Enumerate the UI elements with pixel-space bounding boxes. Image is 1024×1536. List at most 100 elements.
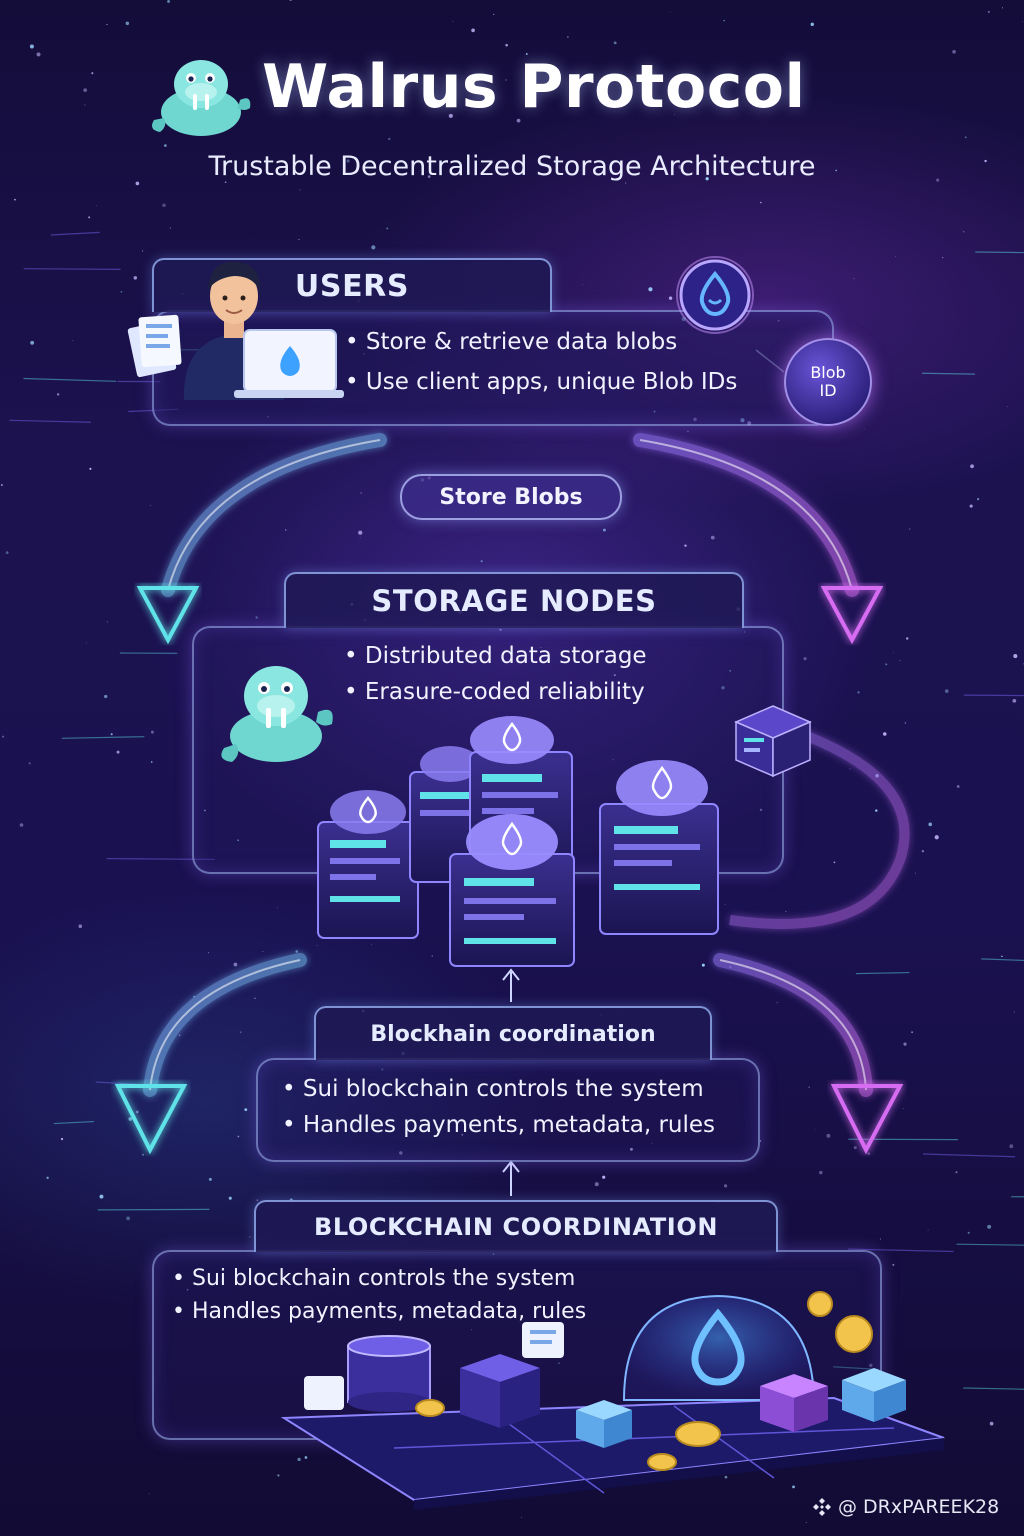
coordination-small-bullet-list: Sui blockchain controls the system Handl… xyxy=(282,1071,715,1143)
star xyxy=(1009,1144,1014,1149)
star xyxy=(46,1176,49,1180)
walrus-mascot-icon xyxy=(221,666,333,762)
star xyxy=(289,0,292,2)
page-subtitle: Trustable Decentralized Storage Architec… xyxy=(208,151,816,182)
star xyxy=(91,72,94,75)
star xyxy=(371,245,376,250)
flow-arrow-right-bottom-core xyxy=(719,959,867,1091)
star xyxy=(967,1231,970,1234)
star xyxy=(962,230,965,233)
star xyxy=(492,1253,495,1255)
star xyxy=(60,1137,64,1141)
star xyxy=(277,1474,280,1477)
star xyxy=(602,1175,606,1179)
star xyxy=(921,849,925,853)
star xyxy=(558,1362,560,1365)
star xyxy=(613,41,617,45)
star xyxy=(150,761,153,763)
star xyxy=(386,227,389,230)
light-streak xyxy=(1011,1196,1024,1198)
star xyxy=(1022,21,1023,23)
star xyxy=(934,835,939,840)
star xyxy=(359,537,361,539)
star xyxy=(88,216,91,219)
star xyxy=(56,393,60,396)
sui-drop-icon xyxy=(676,256,754,334)
star xyxy=(1002,7,1003,9)
storage-loop-arrow xyxy=(729,715,910,929)
star xyxy=(724,904,726,905)
star xyxy=(298,239,300,241)
star xyxy=(316,945,318,946)
star xyxy=(427,175,431,178)
star xyxy=(471,28,475,33)
star xyxy=(987,10,990,13)
star xyxy=(233,962,238,967)
star xyxy=(987,1224,992,1229)
coordination-small-bullet-2: Handles payments, metadata, rules xyxy=(282,1107,715,1143)
storage-bullet-2: Erasure-coded reliability xyxy=(344,674,647,710)
light-streak xyxy=(23,377,117,382)
star xyxy=(864,428,865,430)
server-node-icon xyxy=(317,790,419,939)
star xyxy=(295,950,299,953)
star xyxy=(169,227,171,229)
walrus-mascot-icon xyxy=(152,60,251,136)
star xyxy=(552,79,555,82)
star xyxy=(612,161,613,163)
coin-icon xyxy=(415,1399,445,1417)
coin-icon xyxy=(675,1421,721,1447)
star xyxy=(808,1086,810,1088)
star xyxy=(964,136,967,139)
coordination-bullet-1: Sui blockchain controls the system xyxy=(172,1262,586,1295)
data-block-icon xyxy=(460,1354,540,1428)
star xyxy=(256,1199,259,1201)
star xyxy=(521,1517,522,1518)
star xyxy=(72,340,74,342)
star xyxy=(603,528,606,532)
star xyxy=(348,1069,349,1070)
star xyxy=(208,952,210,954)
star xyxy=(178,1034,181,1037)
star xyxy=(885,663,888,666)
star xyxy=(116,750,120,754)
star xyxy=(849,768,851,770)
light-streak xyxy=(921,372,975,375)
star xyxy=(360,492,362,494)
star xyxy=(388,137,391,141)
star xyxy=(499,628,502,631)
star xyxy=(14,198,16,201)
star xyxy=(669,11,671,13)
light-streak xyxy=(53,1120,95,1125)
star xyxy=(237,839,240,842)
star xyxy=(240,1031,242,1033)
star xyxy=(128,1117,133,1121)
star xyxy=(346,159,350,163)
star xyxy=(106,621,109,623)
watermark: @ DRxPAREEK28 xyxy=(812,1496,999,1518)
star xyxy=(255,616,258,619)
page-title: Walrus Protocol xyxy=(262,52,806,122)
coordination-small-bullet-1: Sui blockchain controls the system xyxy=(282,1071,715,1107)
star xyxy=(224,181,227,183)
star xyxy=(892,652,894,653)
star xyxy=(903,1108,905,1110)
star xyxy=(471,1329,472,1331)
light-streak xyxy=(848,1248,954,1253)
star xyxy=(594,1182,599,1187)
star xyxy=(5,551,9,554)
star xyxy=(710,535,715,540)
star xyxy=(358,530,363,535)
star xyxy=(1013,654,1018,659)
star xyxy=(1013,1011,1015,1013)
blob-id-icon: Blob ID xyxy=(784,338,872,426)
coin-icon xyxy=(647,1453,677,1471)
star xyxy=(120,290,123,293)
server-node-icon xyxy=(449,814,575,967)
star xyxy=(83,88,88,92)
star xyxy=(746,165,750,169)
document-icon xyxy=(304,1376,344,1410)
users-bullet-list: Store & retrieve data blobs Use client a… xyxy=(345,322,737,402)
star xyxy=(254,997,256,999)
star xyxy=(724,1475,728,1479)
